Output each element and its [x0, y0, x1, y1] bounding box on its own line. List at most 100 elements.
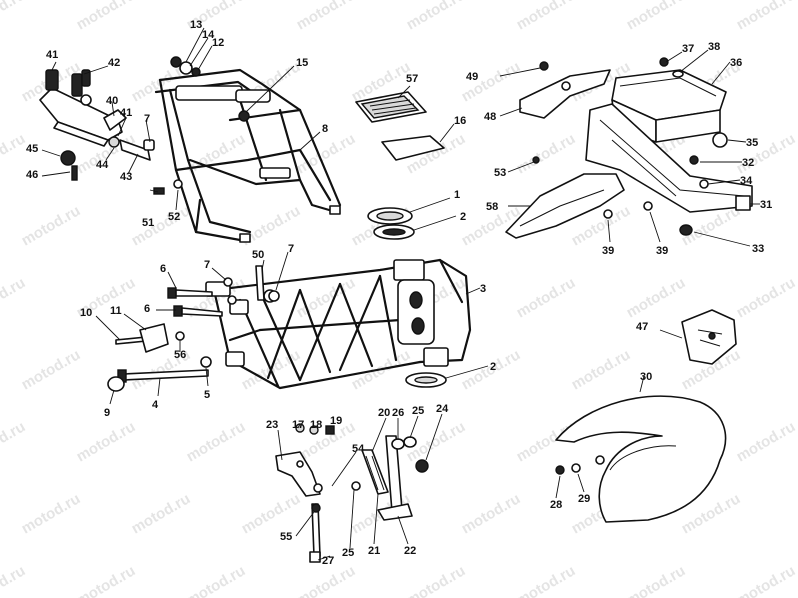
callout-21: 21 — [368, 545, 380, 557]
watermark-text: motod.ru — [129, 490, 194, 537]
callout-6: 6 — [160, 263, 166, 275]
watermark-text: motod.ru — [19, 346, 84, 393]
callout-48: 48 — [484, 111, 496, 123]
callout-32: 32 — [742, 157, 754, 169]
callout-labels: 1 2 2 3 4 5 6 6 7 7 7 8 9 10 11 12 13 14… — [26, 19, 772, 567]
watermark-text: motod.ru — [569, 346, 634, 393]
foam-16 — [381, 135, 445, 161]
callout-15: 15 — [296, 57, 308, 69]
footpeg-bracket-assembly — [39, 69, 155, 181]
callout-13: 13 — [190, 19, 202, 31]
callout-47: 47 — [636, 321, 648, 333]
callout-42: 42 — [108, 57, 120, 69]
callout-35: 35 — [746, 137, 758, 149]
watermark-text: motod.ru — [19, 490, 84, 537]
callout-25: 25 — [342, 547, 354, 559]
callout-41: 41 — [120, 107, 132, 119]
inner-mudguard — [505, 156, 693, 239]
watermark-text: motod.ru — [514, 562, 579, 598]
watermark-text: motod.ru — [184, 562, 249, 598]
callout-10: 10 — [80, 307, 92, 319]
callout-56: 56 — [174, 349, 186, 361]
callout-7: 7 — [204, 259, 210, 271]
watermark-text: motod.ru — [129, 202, 194, 249]
callout-5: 5 — [204, 389, 210, 401]
watermark-text: motod.ru — [404, 562, 469, 598]
callout-58: 58 — [486, 201, 498, 213]
front-mudguard — [555, 395, 727, 523]
watermark-text: motod.ru — [74, 418, 139, 465]
callout-51: 51 — [142, 217, 154, 229]
watermark-text: motod.ru — [624, 562, 689, 598]
callout-27: 27 — [322, 555, 334, 567]
watermark-text: motod.ru — [184, 418, 249, 465]
callout-24: 24 — [436, 403, 449, 415]
callout-34: 34 — [740, 175, 753, 187]
callout-2: 2 — [460, 211, 466, 223]
bracket-50 — [255, 265, 280, 302]
callout-14: 14 — [202, 29, 215, 41]
side-stand-assembly — [275, 423, 429, 563]
watermark-text: motod.ru — [514, 0, 579, 33]
callout-36: 36 — [730, 57, 742, 69]
callout-30: 30 — [640, 371, 652, 383]
callout-37: 37 — [682, 43, 694, 55]
watermark-text: motod.ru — [294, 562, 359, 598]
callout-46: 46 — [26, 169, 38, 181]
callout-22: 22 — [404, 545, 416, 557]
callout-39: 39 — [602, 245, 614, 257]
callout-26: 26 — [392, 407, 404, 419]
callout-25: 25 — [412, 405, 424, 417]
callout-49: 49 — [466, 71, 478, 83]
watermark-text: motod.ru — [624, 0, 689, 33]
callout-38: 38 — [708, 41, 720, 53]
watermark-text: motod.ru — [624, 274, 689, 321]
callout-41: 41 — [46, 49, 58, 61]
callout-44: 44 — [96, 159, 109, 171]
watermark-text: motod.ru — [404, 0, 469, 33]
pad-57 — [355, 91, 427, 123]
callout-9: 9 — [104, 407, 110, 419]
tail-light-47 — [681, 309, 737, 365]
callout-7: 7 — [144, 113, 150, 125]
callout-20: 20 — [378, 407, 390, 419]
callout-3: 3 — [480, 283, 486, 295]
callout-23: 23 — [266, 419, 278, 431]
callout-40: 40 — [106, 95, 118, 107]
main-frame — [205, 258, 472, 390]
leader-lines — [41, 27, 760, 561]
callout-53: 53 — [494, 167, 506, 179]
frame-bolts — [107, 277, 233, 392]
watermark-text: motod.ru — [74, 0, 139, 33]
watermark-text: motod.ru — [19, 202, 84, 249]
rear-tray — [585, 103, 753, 213]
callout-19: 19 — [330, 415, 342, 427]
callout-16: 16 — [454, 115, 466, 127]
watermark-text: motod.ru — [734, 418, 798, 465]
callout-31: 31 — [760, 199, 772, 211]
callout-17: 17 — [292, 419, 304, 431]
watermark-text: motod.ru — [239, 490, 304, 537]
watermark-text: motod.ru — [734, 274, 798, 321]
callout-2: 2 — [490, 361, 496, 373]
watermark-text: motod.ru — [0, 130, 28, 177]
callout-1: 1 — [454, 189, 460, 201]
callout-54: 54 — [352, 443, 365, 455]
callout-45: 45 — [26, 143, 38, 155]
callout-57: 57 — [406, 73, 418, 85]
callout-18: 18 — [310, 419, 322, 431]
battery-box — [611, 57, 727, 143]
top-bracket-48 — [519, 61, 611, 119]
watermark-text: motod.ru — [459, 490, 524, 537]
callout-39: 39 — [656, 245, 668, 257]
watermark-text: motod.ru — [0, 0, 28, 33]
callout-33: 33 — [752, 243, 764, 255]
watermark-text: motod.ru — [514, 274, 579, 321]
callout-29: 29 — [578, 493, 590, 505]
watermark-text: motod.ru — [0, 418, 28, 465]
bearing-rings — [367, 207, 447, 388]
watermark-text: motod.ru — [0, 562, 28, 598]
callout-8: 8 — [322, 123, 328, 135]
